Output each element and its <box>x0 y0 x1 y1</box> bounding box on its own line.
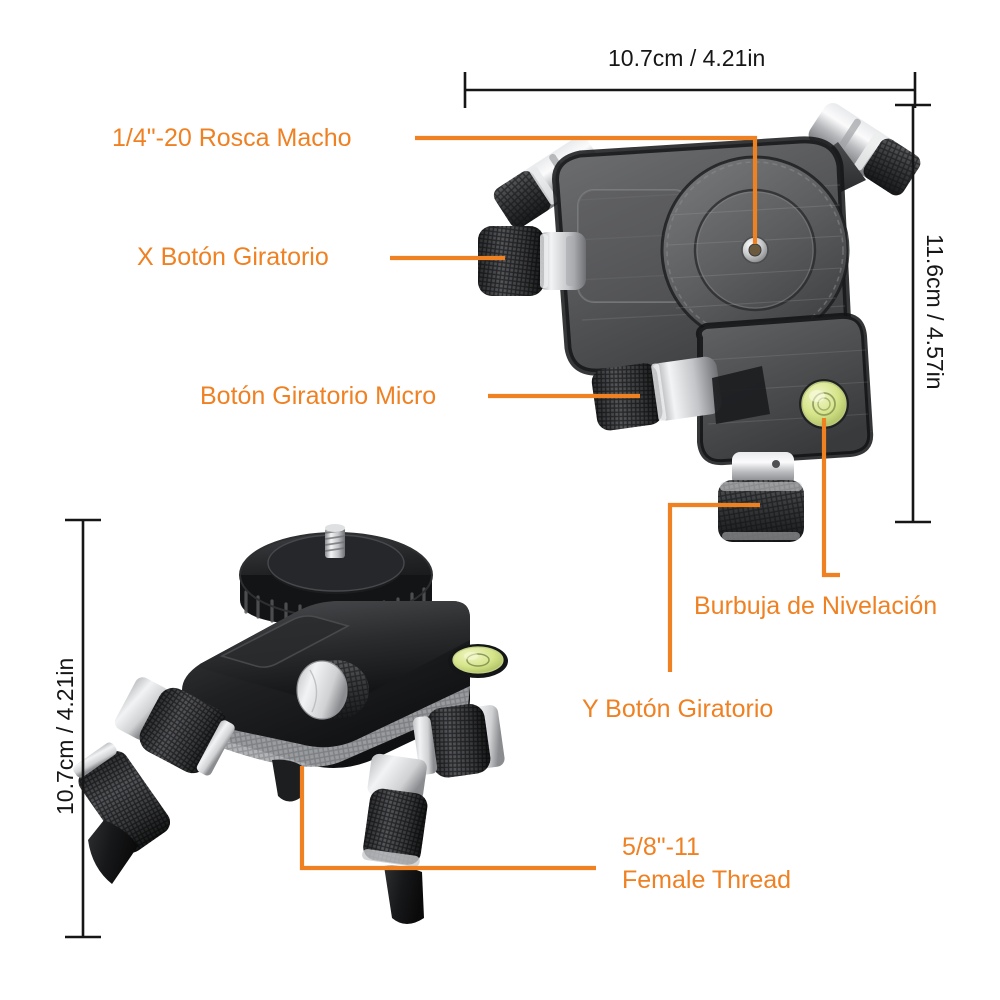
callout-label-x-knob: X Botón Giratorio <box>137 243 329 271</box>
callout-label-male-thread: 1/4"-20 Rosca Macho <box>112 124 352 152</box>
dimension-label-right-height: 11.6cm / 4.57in <box>922 234 948 390</box>
leader-bubble-level <box>821 418 840 578</box>
dimension-line-right <box>895 103 931 524</box>
callout-label-y-knob: Y Botón Giratorio <box>582 695 774 723</box>
dimension-line-top <box>463 72 917 108</box>
leader-y-knob <box>667 502 760 672</box>
callout-label-micro-knob: Botón Giratorio Micro <box>200 382 437 410</box>
leader-male-thread <box>415 135 758 244</box>
dimension-line-left <box>65 518 101 939</box>
dimension-label-left-height: 10.7cm / 4.21in <box>52 657 78 815</box>
callout-label-bubble-level: Burbuja de Nivelación <box>694 592 938 620</box>
leader-female-thread <box>299 766 596 871</box>
callout-label-female-thread-type: Female Thread <box>622 866 792 894</box>
callout-label-female-thread-size: 5/8"-11 <box>622 833 700 861</box>
dimension-label-top-width: 10.7cm / 4.21in <box>608 45 766 71</box>
